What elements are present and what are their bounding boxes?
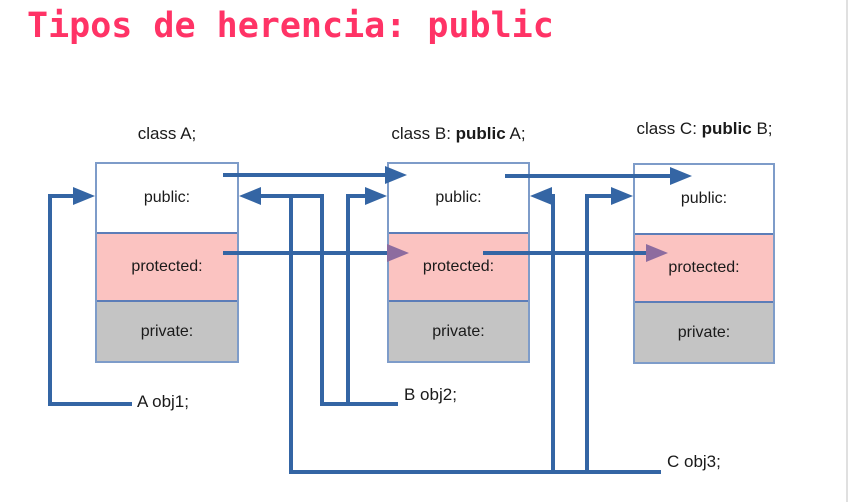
obj3-bottom-line [289, 470, 661, 474]
class-c-box: public: protected: private: [633, 163, 775, 364]
class-c-public-label: public: [680, 190, 728, 207]
class-c-declaration: class C: public B; [612, 119, 797, 139]
class-b-public-section: public: [389, 164, 528, 232]
class-a-declaration: class A; [75, 124, 259, 144]
arrow-right-icon [611, 187, 633, 205]
class-b-private-section: private: [389, 300, 528, 361]
class-c-label-pre: class C: [636, 119, 702, 138]
arrow-b-protected-to-c-protected-line [483, 251, 646, 255]
obj2-to-b-public-line [346, 194, 365, 198]
class-a-label-pre: class A; [137, 124, 197, 143]
obj3-to-c-public-line [585, 194, 611, 198]
obj2-vertical-line-2 [346, 194, 350, 406]
class-b-label-post: A; [505, 124, 526, 143]
arrow-right-icon [73, 187, 95, 205]
slide-title: Tipos de herencia: public [27, 6, 554, 46]
obj3-vertical-line-2 [551, 194, 555, 474]
obj1-to-a-public-line [48, 194, 73, 198]
class-b-box: public: protected: private: [387, 162, 530, 363]
arrow-left-icon [530, 187, 552, 205]
arrow-b-public-to-c-public-line [505, 174, 670, 178]
class-a-box: public: protected: private: [95, 162, 239, 363]
class-a-private-label: private: [140, 322, 194, 340]
obj2-vertical-line-1 [320, 194, 324, 406]
obj3-vertical-line-1 [289, 194, 293, 474]
arrow-right-icon [670, 167, 692, 185]
class-b-protected-section: protected: [389, 232, 528, 300]
class-c-protected-label: protected: [668, 259, 740, 276]
class-a-public-section: public: [97, 164, 237, 232]
class-a-private-section: private: [97, 300, 237, 361]
class-b-private-label: private: [432, 322, 485, 340]
class-a-protected-section: protected: [97, 232, 237, 300]
class-c-label-post: B; [751, 119, 773, 138]
class-b-label-pre: class B: [391, 124, 456, 143]
arrow-right-icon [385, 166, 407, 184]
obj1-vertical-line [48, 194, 52, 406]
arrow-a-public-to-b-public-line [223, 173, 385, 177]
class-b-protected-label: protected: [422, 258, 495, 275]
class-c-private-label: private: [677, 323, 731, 341]
purple-arrow-right-icon [646, 244, 668, 262]
arrow-left-icon [239, 187, 261, 205]
purple-arrow-right-icon [387, 244, 409, 262]
obj1-label: A obj1; [137, 392, 189, 411]
class-c-label-bold: public [701, 119, 752, 138]
obj3-label: C obj3; [667, 452, 721, 471]
arrow-right-icon [365, 187, 387, 205]
class-b-label-bold: public [455, 124, 506, 143]
class-b-declaration: class B: public A; [366, 124, 551, 144]
obj2-bottom-line [320, 402, 398, 406]
class-b-public-label: public: [435, 189, 482, 206]
class-a-protected-label: protected: [131, 258, 203, 275]
class-a-public-label: public: [143, 189, 191, 206]
obj1-bottom-line [48, 402, 132, 406]
obj2-label: B obj2; [404, 385, 457, 404]
obj3-vertical-line-3 [585, 194, 589, 474]
class-c-protected-section: protected: [635, 233, 773, 301]
class-c-private-section: private: [635, 301, 773, 362]
arrow-a-protected-to-b-protected-line [223, 251, 387, 255]
